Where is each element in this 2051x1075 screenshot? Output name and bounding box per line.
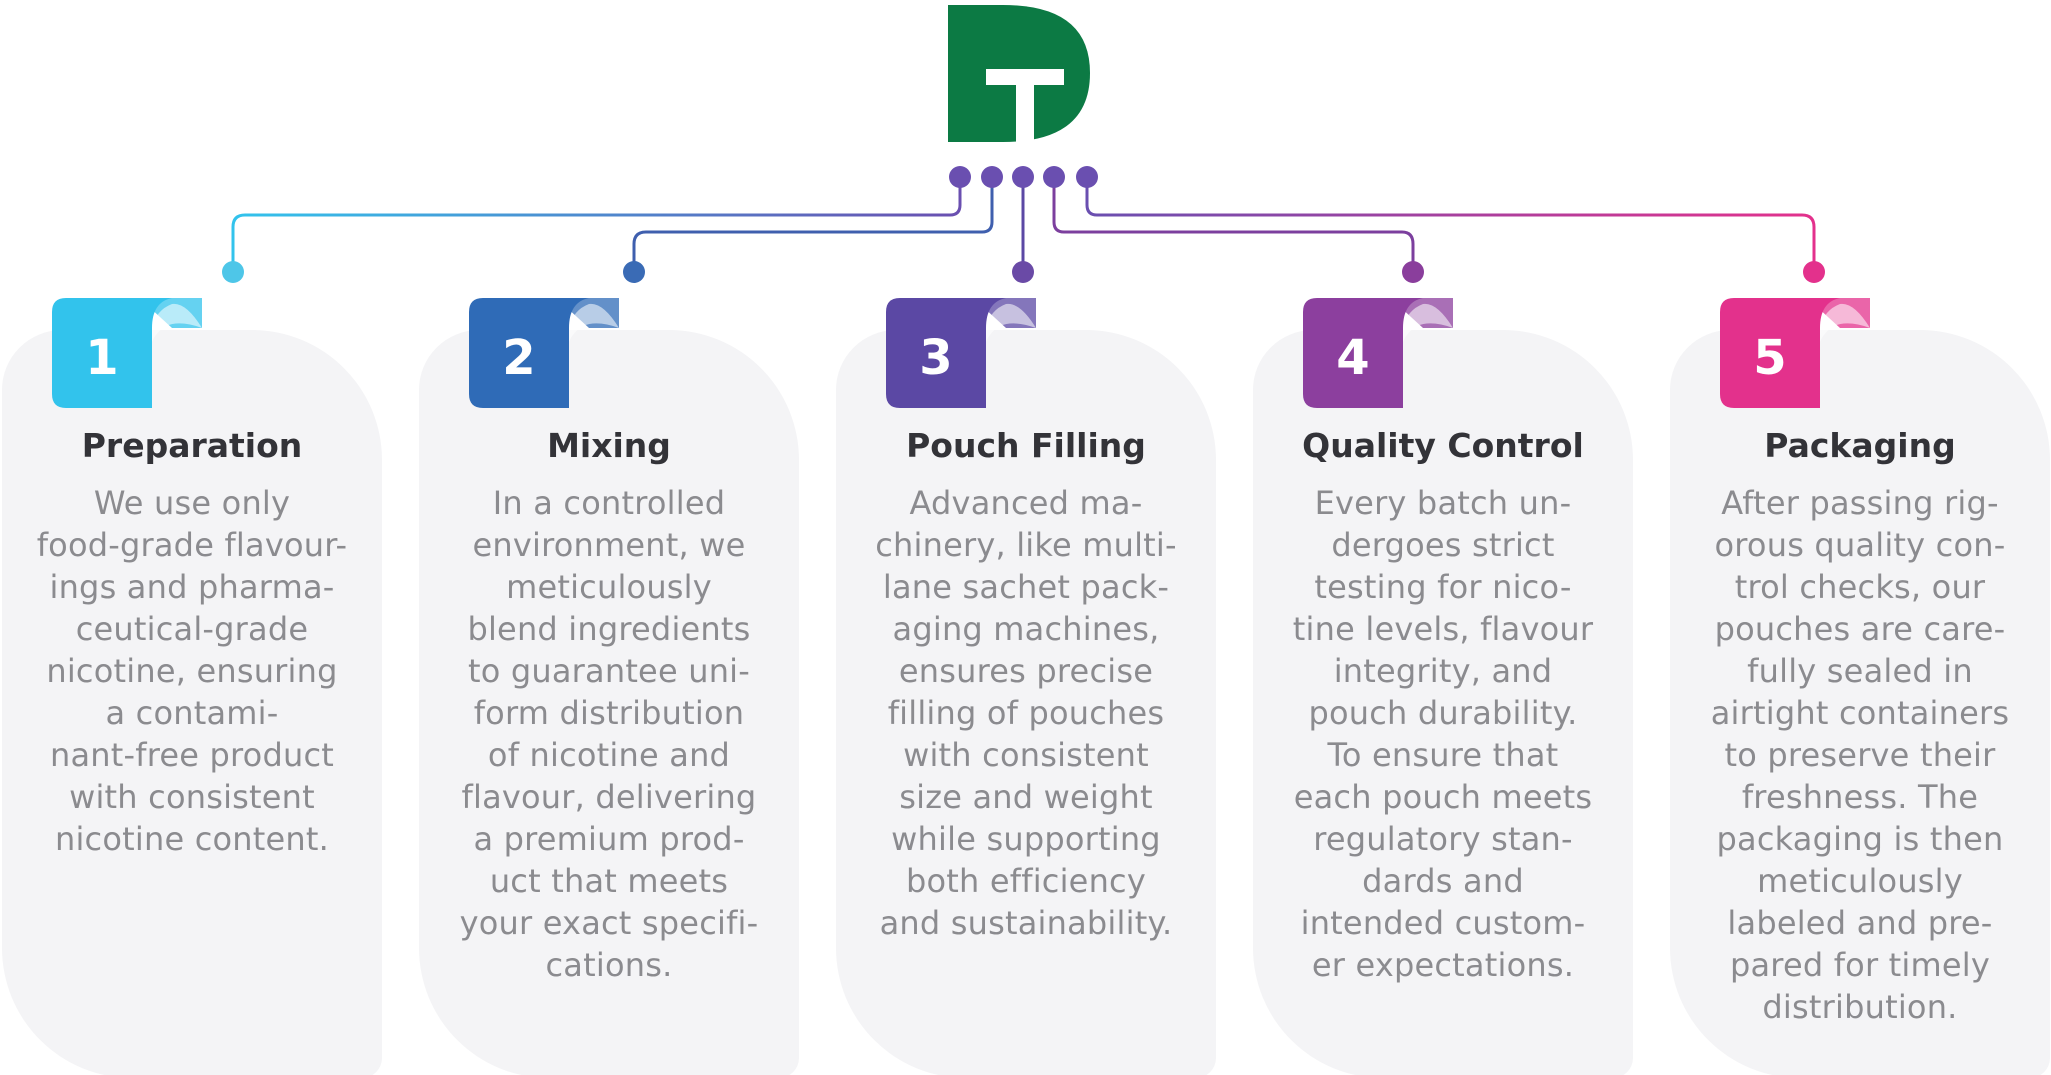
step-number-badge: 4: [1303, 298, 1453, 408]
description-line: er expectations.: [1311, 946, 1575, 984]
step-description: Advanced ma-chinery, like multi-lane sac…: [846, 482, 1206, 944]
node-dot: [1012, 166, 1034, 188]
description-line: to guarantee uni-: [467, 652, 751, 690]
description-line: ensures precise: [898, 652, 1154, 690]
step-number: 5: [1753, 330, 1786, 386]
description-line: meticulously: [506, 568, 712, 606]
description-line: testing for nico-: [1314, 568, 1572, 606]
description-line: trol checks, our: [1734, 568, 1986, 606]
description-line: and sustainability.: [879, 904, 1173, 942]
description-line: pouches are care-: [1714, 610, 2006, 648]
step-number: 3: [919, 330, 952, 386]
node-dot: [949, 166, 971, 188]
description-line: freshness. The: [1741, 778, 1979, 816]
description-line: dards and: [1362, 862, 1524, 900]
description-line: a contami-: [105, 694, 279, 732]
step-number-badge: 3: [886, 298, 1036, 408]
description-line: nicotine, ensuring: [46, 652, 338, 690]
description-line: airtight containers: [1710, 694, 2010, 732]
step-title: Preparation: [81, 426, 303, 465]
step-title: Pouch Filling: [906, 426, 1146, 465]
description-line: size and weight: [899, 778, 1153, 816]
description-line: ings and pharma-: [49, 568, 335, 606]
description-line: a premium prod-: [473, 820, 745, 858]
description-line: pared for timely: [1729, 946, 1991, 984]
description-line: nant-free product: [49, 736, 334, 774]
description-line: nicotine content.: [54, 820, 329, 858]
step-number-badge: 5: [1720, 298, 1870, 408]
description-line: meticulously: [1757, 862, 1963, 900]
description-line: flavour, delivering: [461, 778, 757, 816]
node-dot: [981, 166, 1003, 188]
description-line: with consistent: [69, 778, 315, 816]
end-dot-3: [1012, 261, 1034, 283]
step-number-badge: 2: [469, 298, 619, 408]
step-description: After passing rig-orous quality con-trol…: [1680, 482, 2040, 1028]
step-number: 1: [85, 330, 118, 386]
connector-line-4: [1052, 177, 1415, 270]
description-line: your exact specifi-: [459, 904, 759, 942]
end-dot-4: [1402, 261, 1424, 283]
step-number: 4: [1336, 330, 1369, 386]
description-line: In a controlled: [492, 484, 726, 522]
step-number: 2: [502, 330, 535, 386]
end-dot-1: [222, 261, 244, 283]
description-line: integrity, and: [1333, 652, 1553, 690]
end-dot-2: [623, 261, 645, 283]
description-line: while supporting: [891, 820, 1161, 858]
description-line: packaging is then: [1716, 820, 2004, 858]
description-line: ceutical-grade: [75, 610, 309, 648]
description-line: To ensure that: [1327, 736, 1559, 774]
description-line: orous quality con-: [1714, 526, 2006, 564]
description-line: lane sachet pack-: [882, 568, 1170, 606]
description-line: with consistent: [903, 736, 1149, 774]
description-line: labeled and pre-: [1727, 904, 1993, 942]
end-dot-5: [1803, 261, 1825, 283]
connector-line-1: [231, 177, 962, 270]
description-line: tine levels, flavour: [1292, 610, 1594, 648]
description-line: form distribution: [473, 694, 745, 732]
description-line: environment, we: [472, 526, 746, 564]
description-line: fully sealed in: [1747, 652, 1973, 690]
description-line: cations.: [545, 946, 673, 984]
node-dot: [1076, 166, 1098, 188]
description-line: After passing rig-: [1721, 484, 1999, 522]
description-line: pouch durability.: [1308, 694, 1578, 732]
description-line: blend ingredients: [467, 610, 751, 648]
description-line: of nicotine and: [487, 736, 731, 774]
step-number-badge: 1: [52, 298, 202, 408]
connector-line-2: [632, 177, 994, 270]
step-description: In a controlled environment, we meticulous…: [429, 482, 789, 986]
connector-line-5: [1085, 177, 1816, 270]
description-line: regulatory stan-: [1313, 820, 1573, 858]
description-line: food-grade flavour-: [36, 526, 348, 564]
step-description: We use only food-grade flavour-ings and p…: [12, 482, 372, 860]
description-line: We use only: [93, 484, 291, 522]
description-line: intended custom-: [1300, 904, 1586, 942]
description-line: filling of pouches: [887, 694, 1165, 732]
step-description: Every batch un-dergoes strict testing for…: [1263, 482, 1623, 986]
step-title: Packaging: [1764, 426, 1956, 465]
description-line: distribution.: [1762, 988, 1958, 1026]
description-line: chinery, like multi-: [875, 526, 1177, 564]
description-line: each pouch meets: [1293, 778, 1593, 816]
description-line: aging machines,: [892, 610, 1160, 648]
description-line: dergoes strict: [1331, 526, 1555, 564]
description-line: uct that meets: [489, 862, 729, 900]
description-line: Advanced ma-: [909, 484, 1143, 522]
description-line: both efficiency: [906, 862, 1146, 900]
node-dot: [1043, 166, 1065, 188]
description-line: Every batch un-: [1314, 484, 1572, 522]
step-title: Quality Control: [1302, 426, 1584, 465]
brand-logo: [948, 5, 1090, 142]
step-title: Mixing: [547, 426, 671, 465]
description-line: to preserve their: [1724, 736, 1996, 774]
